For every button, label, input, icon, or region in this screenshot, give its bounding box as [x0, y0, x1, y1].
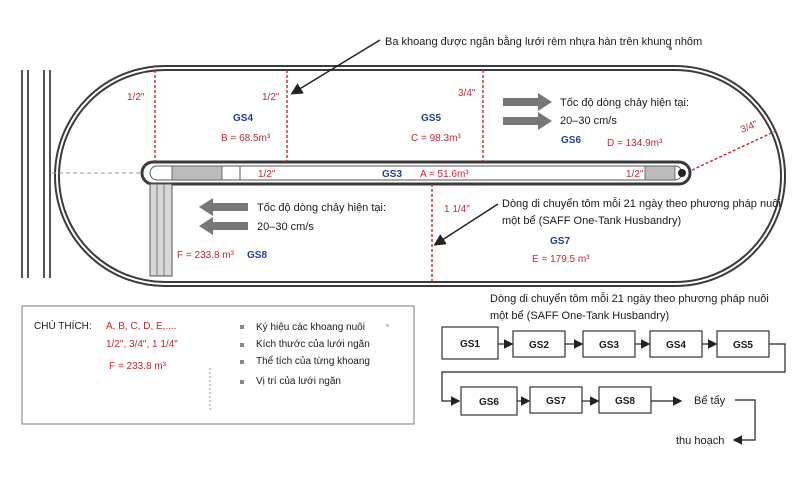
bullet-icon: [240, 343, 244, 347]
side-rails: [21, 70, 51, 278]
section-gs4-volume: B = 68.5m³: [221, 133, 271, 144]
flow-box-label: GS4: [666, 340, 686, 351]
section-gs7-volume: E = 179.5 m³: [532, 254, 590, 265]
flow-connector-end: [732, 399, 756, 445]
section-gs5-name: GS5: [421, 113, 441, 124]
flow-row1: GS1 GS2 GS3 GS4 GS5: [441, 326, 770, 360]
gs8-screen: [149, 183, 173, 277]
flow-arrows-left: [199, 198, 248, 235]
flow-end-harvest: thu hoạch: [676, 435, 724, 447]
section-gs6-volume: D = 134.9m³: [607, 138, 663, 149]
flow-row2: GS6 GS7 GS8: [460, 386, 683, 416]
bullet-icon: [240, 325, 244, 329]
section-gs6-name: GS6: [561, 135, 581, 146]
flow-connector: [441, 343, 786, 406]
mesh-label: 1/2": [262, 92, 280, 103]
flow-box: [716, 330, 770, 358]
mesh-label: 1 1/4": [444, 204, 470, 215]
legend-symbol: A, B, C, D, E,....: [106, 321, 177, 332]
top-note-arrow: [290, 39, 381, 95]
section-gs7-name: GS7: [550, 236, 570, 247]
bullet-icon: [240, 380, 244, 384]
flow-box: [460, 386, 518, 416]
drain-point: [678, 169, 686, 177]
section-gs8-volume: F = 233.8 m³: [177, 250, 235, 261]
flow-top-line1: Tốc độ dòng chảy hiện tại:: [560, 97, 689, 109]
flow-bottom-line2: 20–30 cm/s: [257, 221, 314, 233]
flow-box: [441, 326, 499, 360]
legend-description: Ký hiệu các khoang nuôi: [256, 322, 365, 333]
mesh-label: 3/4": [739, 119, 760, 136]
gs3-screen-left: [171, 165, 223, 181]
flow-title-line1: Dòng di chuyển tôm mỗi 21 ngày theo phươ…: [490, 292, 769, 305]
gs3-screen-right: [644, 165, 676, 181]
top-note-text: Ba khoang được ngăn bằng lưới rèm nhựa h…: [385, 35, 702, 48]
movement-note-line2: một bể (SAFF One-Tank Husbandry): [502, 215, 681, 227]
flow-box-label: GS3: [599, 340, 619, 351]
mesh-label: 1/2": [127, 92, 145, 103]
legend-symbol: 1/2", 3/4", 1 1/4": [106, 339, 178, 350]
mesh-label: 3/4": [458, 88, 476, 99]
section-gs5-volume: C = 98.3m³: [411, 133, 461, 144]
flow-box-label: GS5: [733, 340, 753, 351]
flow-box-label: GS8: [615, 396, 635, 407]
mesh-label: 1/2": [258, 169, 276, 180]
movement-arrow: [433, 203, 499, 246]
flow-arrows-right: [503, 93, 552, 130]
bullet-icon: [240, 360, 244, 364]
flow-box-label: GS7: [546, 396, 566, 407]
legend-description: Thể tích của từng khoang: [256, 355, 370, 367]
movement-note-line1: Dòng di chuyển tôm mỗi 21 ngày theo phươ…: [502, 197, 781, 210]
flow-top-line2: 20–30 cm/s: [560, 115, 617, 127]
section-gs8-name: GS8: [247, 250, 267, 261]
mesh-label: 1/2": [626, 169, 644, 180]
legend-description: Vị trí của lưới ngăn: [256, 375, 341, 387]
flow-box-label: GS2: [529, 340, 549, 351]
flow-box: [529, 386, 583, 414]
legend-symbol: F = 233.8 m³: [109, 361, 167, 372]
flow-end-cleaning-tank: Bể tẩy: [694, 395, 726, 407]
flow-box-label: GS6: [479, 397, 499, 408]
section-gs3-name: GS3: [382, 169, 402, 180]
legend-title: CHÚ THÍCH:: [34, 319, 92, 332]
mesh-partitions: [154, 70, 779, 282]
section-gs3-volume: A = 51.6m³: [420, 169, 469, 180]
flow-box-label: GS1: [460, 339, 480, 350]
flow-bottom-line1: Tốc độ dòng chảy hiện tại:: [257, 202, 386, 214]
flow-title-line2: một bể (SAFF One-Tank Husbandry): [490, 310, 669, 322]
legend-box: [21, 305, 415, 425]
section-gs4-name: GS4: [233, 113, 253, 124]
legend-description: Kích thước của lưới ngăn: [256, 338, 370, 350]
